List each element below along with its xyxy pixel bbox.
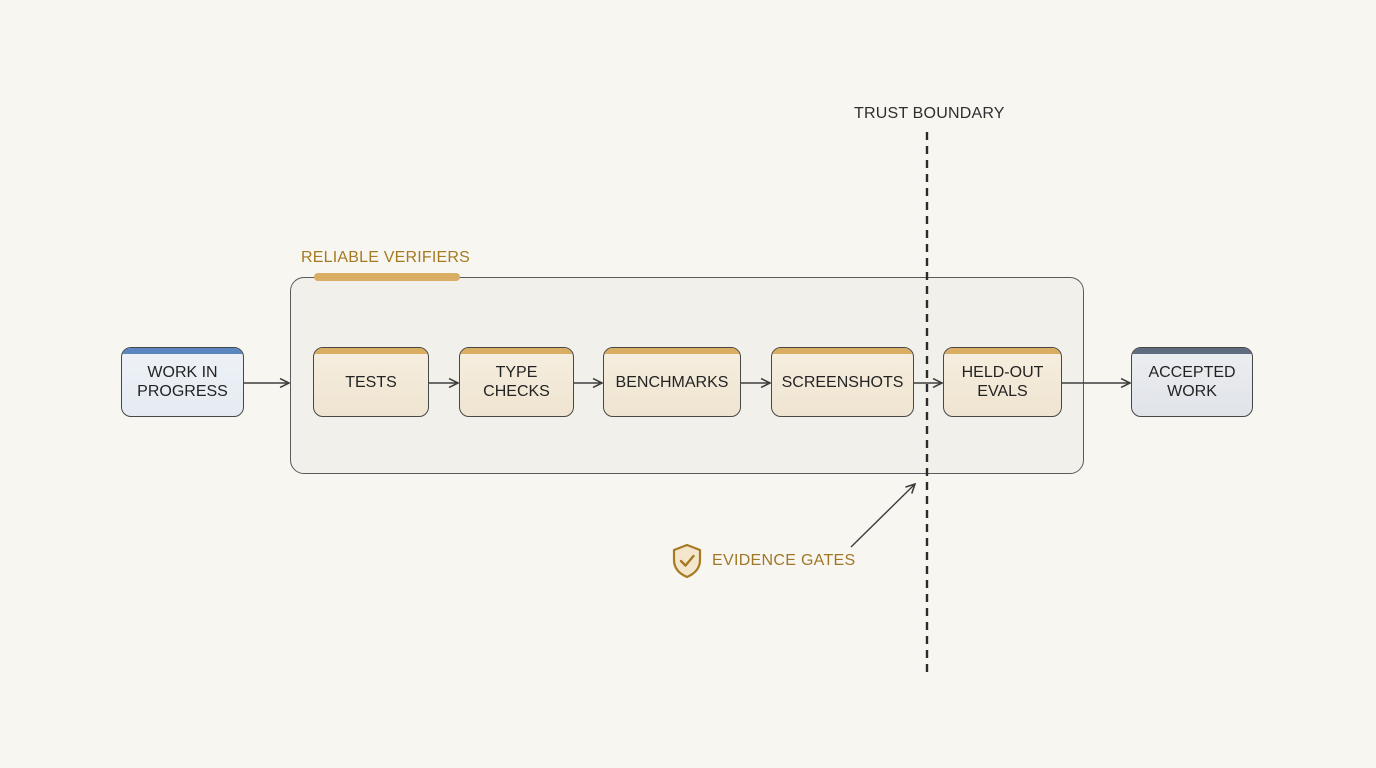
node-benchmarks: BENCHMARKS <box>603 347 741 417</box>
node-work-in-progress: WORK IN PROGRESS <box>121 347 244 417</box>
node-held-out-evals: HELD-OUT EVALS <box>943 347 1062 417</box>
node-label: WORK IN PROGRESS <box>137 364 228 400</box>
node-label: BENCHMARKS <box>615 373 729 391</box>
reliable-verifiers-label: RELIABLE VERIFIERS <box>301 249 470 266</box>
evidence-pointer-arrow <box>850 484 915 548</box>
trust-boundary-label: TRUST BOUNDARY <box>854 105 1005 122</box>
node-label: ACCEPTED WORK <box>1148 364 1236 400</box>
node-screenshots: SCREENSHOTS <box>771 347 914 417</box>
node-type-checks: TYPE CHECKS <box>459 347 574 417</box>
node-label: SCREENSHOTS <box>781 373 904 391</box>
node-label: TYPE CHECKS <box>483 364 550 400</box>
reliable-verifiers-accent-bar <box>314 273 460 281</box>
shield-check-icon <box>672 543 702 579</box>
node-label: HELD-OUT EVALS <box>961 364 1044 400</box>
evidence-gates-label: EVIDENCE GATES <box>712 552 856 569</box>
node-tests: TESTS <box>313 347 429 417</box>
node-label: TESTS <box>345 373 397 391</box>
node-accepted-work: ACCEPTED WORK <box>1131 347 1253 417</box>
